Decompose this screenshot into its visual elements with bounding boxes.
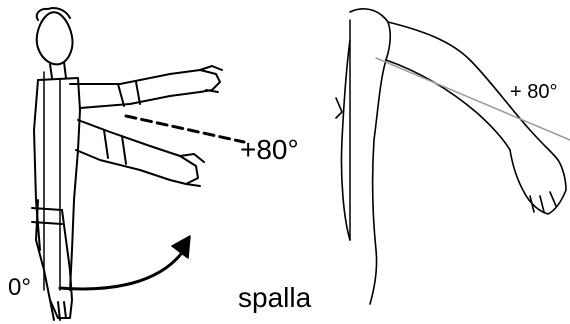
right-arm-lower-edge bbox=[386, 60, 510, 150]
right-armpit-mark bbox=[336, 98, 342, 118]
left-figure bbox=[32, 8, 244, 320]
start-angle-label: 0° bbox=[8, 276, 31, 300]
caption-spalla: spalla bbox=[238, 284, 311, 312]
left-figure-head bbox=[37, 12, 73, 64]
left-angle-dashed-line bbox=[126, 116, 244, 142]
left-hanging-arm bbox=[36, 200, 72, 318]
left-arm-80 bbox=[76, 120, 198, 184]
right-hand-fingers bbox=[530, 192, 556, 212]
left-arm-80-sleeve bbox=[104, 130, 126, 164]
right-hand bbox=[510, 150, 566, 214]
left-motion-arc bbox=[60, 250, 184, 289]
right-figure bbox=[336, 9, 570, 304]
left-raised-arm-upper bbox=[70, 70, 220, 108]
right-body-contour bbox=[341, 40, 350, 240]
left-angle-label: +80° bbox=[240, 136, 299, 164]
right-shoulder-contour bbox=[350, 9, 390, 304]
right-angle-label: + 80° bbox=[510, 82, 557, 102]
